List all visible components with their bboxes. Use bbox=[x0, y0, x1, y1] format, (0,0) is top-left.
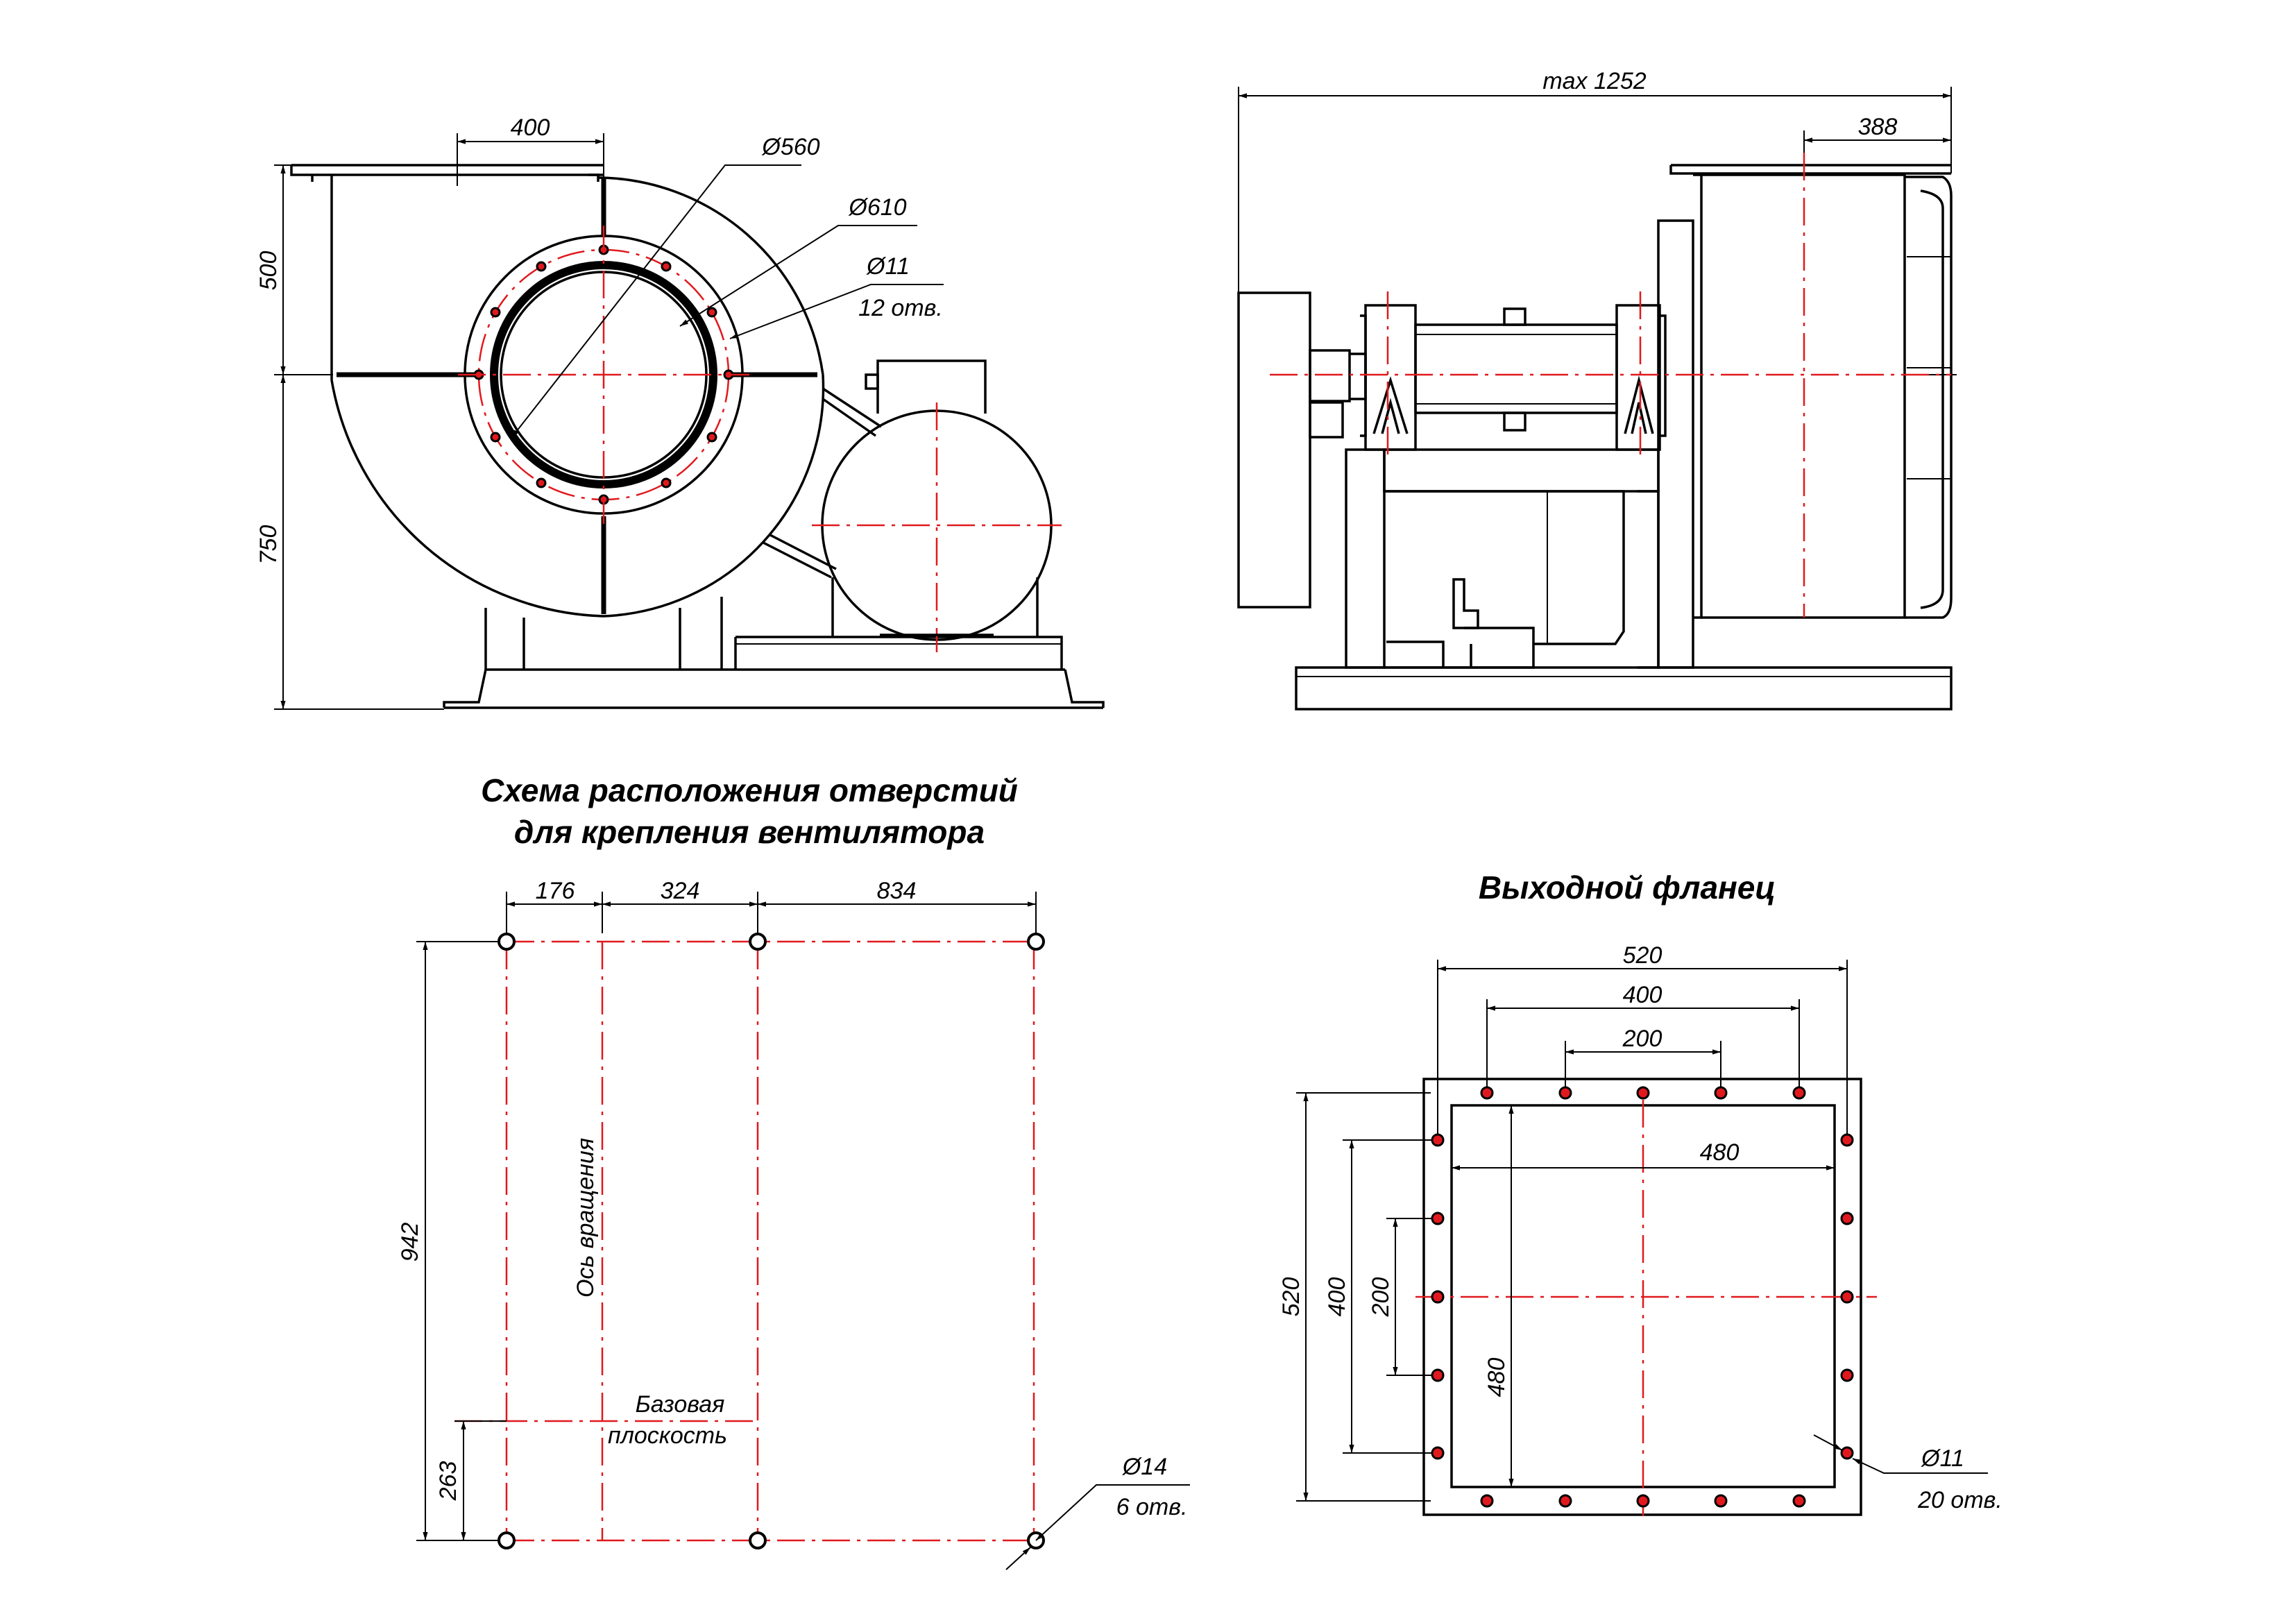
hole-dim-b: 324 bbox=[661, 878, 700, 904]
flange-hole-dia: Ø11 bbox=[1921, 1445, 1964, 1472]
mount-hole bbox=[749, 933, 767, 951]
mount-hole bbox=[749, 1531, 767, 1549]
mounting-hole-layout: Схема расположения отверстий для креплен… bbox=[397, 772, 1190, 1570]
front-dim-hole-count: 12 отв. bbox=[858, 295, 943, 321]
hole-dim-a: 176 bbox=[536, 878, 575, 904]
flange-dim-holes-h: 400 bbox=[1324, 1277, 1350, 1317]
mount-hole bbox=[1027, 933, 1045, 951]
front-dim-d610: Ø610 bbox=[848, 194, 906, 221]
base-plane-label-line2: плоскость bbox=[608, 1422, 727, 1449]
flange-hole-count: 20 отв. bbox=[1917, 1487, 2002, 1513]
front-dim-top: 400 bbox=[511, 114, 550, 141]
hole-dim-c: 834 bbox=[877, 878, 917, 904]
front-dim-hole: Ø11 bbox=[866, 253, 910, 280]
flange-dim-outer-h: 520 bbox=[1278, 1277, 1304, 1317]
hole-layout-title-line1: Схема расположения отверстий bbox=[481, 772, 1018, 808]
side-dim-max: max 1252 bbox=[1542, 68, 1646, 94]
hole-dim-base: 263 bbox=[435, 1461, 461, 1502]
side-dim-outlet: 388 bbox=[1858, 114, 1898, 140]
base-plane-label-line1: Базовая bbox=[636, 1391, 725, 1418]
mount-hole bbox=[498, 933, 516, 951]
flange-dim-holes-w: 400 bbox=[1623, 982, 1663, 1008]
front-view: 400 500 750 Ø560 Ø610 Ø11 12 отв. bbox=[255, 114, 1105, 710]
hole-layout-title-line2: для крепления вентилятора bbox=[514, 814, 985, 850]
flange-dim-holes-mid-h: 200 bbox=[1368, 1277, 1394, 1318]
hole-dim-height: 942 bbox=[397, 1223, 423, 1262]
front-dim-d560: Ø560 bbox=[761, 134, 819, 160]
flange-dim-inner-h: 480 bbox=[1483, 1358, 1510, 1397]
mount-hole bbox=[498, 1531, 516, 1549]
hole-dia-label: Ø14 bbox=[1122, 1454, 1167, 1480]
front-dim-upper: 500 bbox=[255, 251, 282, 291]
hole-count-label: 6 отв. bbox=[1116, 1494, 1188, 1520]
flange-dim-outer-w: 520 bbox=[1623, 942, 1663, 969]
rotation-axis-label: Ось вращения bbox=[572, 1138, 599, 1298]
outlet-flange: Выходной фланец bbox=[1278, 869, 2002, 1516]
flange-dim-holes-mid: 200 bbox=[1622, 1026, 1663, 1052]
flange-dim-inner-w: 480 bbox=[1700, 1139, 1740, 1166]
front-dim-lower: 750 bbox=[255, 525, 282, 565]
outlet-flange-title: Выходной фланец bbox=[1479, 869, 1776, 906]
side-view: max 1252 388 bbox=[1237, 68, 1957, 711]
